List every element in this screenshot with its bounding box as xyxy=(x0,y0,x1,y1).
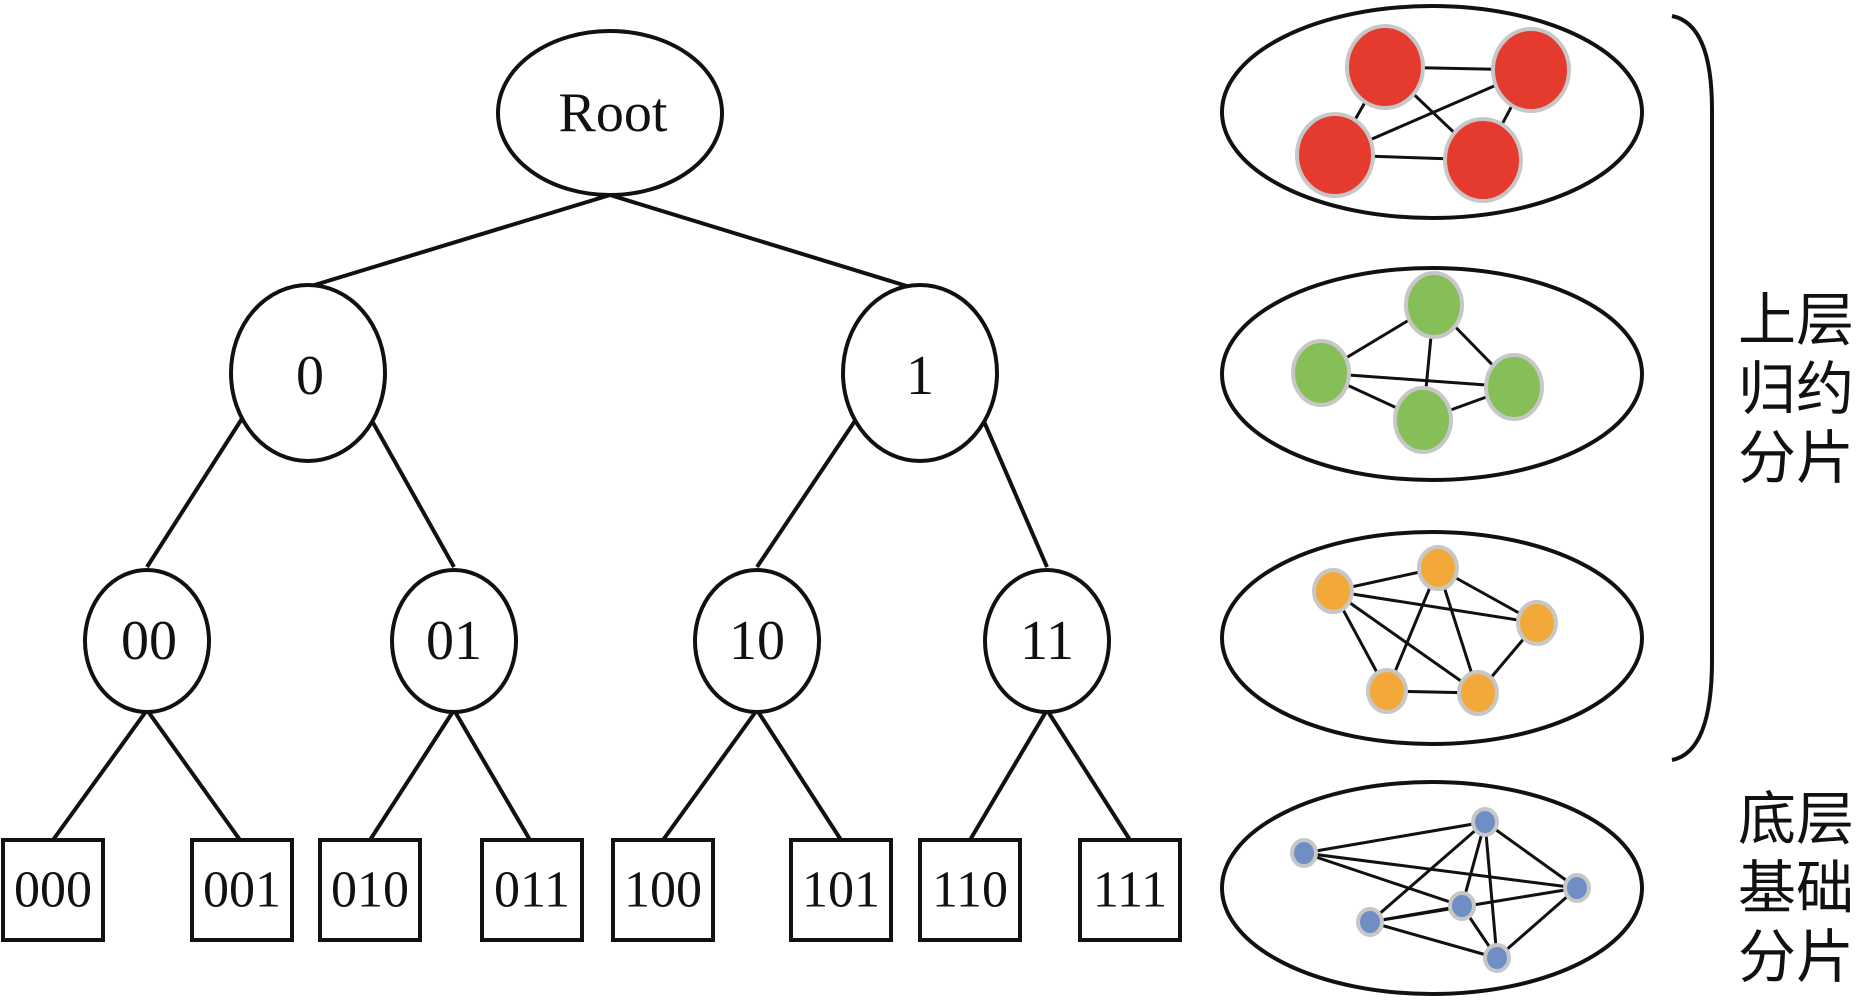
leaf-100 xyxy=(611,838,715,942)
leaf-001 xyxy=(190,838,294,942)
edge-root-0 xyxy=(307,193,611,289)
edge-00-000 xyxy=(51,708,149,842)
edge-1-11 xyxy=(974,402,1049,568)
edge-01-010 xyxy=(368,708,456,842)
network-node xyxy=(1356,907,1384,937)
edge-11-111 xyxy=(1045,708,1132,842)
edge-root-1 xyxy=(609,193,911,289)
leaf-001-label: 001 xyxy=(203,862,281,919)
upper-shard-label: 上层 归约 分片 xyxy=(1738,286,1854,492)
network-node xyxy=(1393,386,1453,454)
network-edge xyxy=(1369,820,1486,924)
network-node xyxy=(1483,943,1511,973)
network-edge xyxy=(1369,904,1463,924)
node-10 xyxy=(693,568,821,714)
leaf-110 xyxy=(918,838,1022,942)
network-node xyxy=(1471,807,1499,837)
shard-green xyxy=(1220,266,1644,482)
network-node xyxy=(1291,339,1351,407)
network-edge xyxy=(1496,886,1578,960)
leaf-010 xyxy=(318,838,422,942)
network-edge xyxy=(1369,920,1498,960)
node-01 xyxy=(390,568,518,714)
network-edge xyxy=(1303,851,1578,890)
edge-10-100 xyxy=(661,708,759,842)
network-node xyxy=(1290,838,1318,868)
network-edge xyxy=(1332,589,1538,625)
upper-label-line-1: 上层 xyxy=(1738,286,1854,354)
node-1 xyxy=(841,283,999,463)
node-0 xyxy=(229,283,387,463)
network-node xyxy=(1484,353,1544,421)
shard-orange xyxy=(1220,530,1644,746)
node-01-label: 01 xyxy=(426,610,482,672)
network-node xyxy=(1516,600,1558,646)
shard-blue-nodes xyxy=(1290,807,1591,973)
leaf-000-label: 000 xyxy=(14,862,92,919)
node-11-label: 11 xyxy=(1020,610,1074,672)
network-edge xyxy=(1484,820,1578,890)
edge-01-011 xyxy=(452,708,532,842)
base-label-line-1: 底层 xyxy=(1738,785,1854,853)
edge-0-00 xyxy=(145,401,254,569)
shard-blue xyxy=(1220,780,1644,996)
network-edge xyxy=(1332,589,1479,695)
network-node xyxy=(1491,27,1571,113)
network-node xyxy=(1448,891,1476,921)
base-label-line-2: 基础 xyxy=(1738,854,1854,922)
node-10-label: 10 xyxy=(729,610,785,672)
right-brace xyxy=(1671,14,1714,762)
node-00 xyxy=(83,568,211,714)
network-node xyxy=(1404,271,1464,339)
upper-label-line-2: 归约 xyxy=(1738,355,1854,423)
upper-label-line-3: 分片 xyxy=(1738,424,1854,492)
leaf-111 xyxy=(1078,838,1182,942)
node-0-label: 0 xyxy=(296,345,324,407)
network-node xyxy=(1345,24,1425,110)
leaf-101-label: 101 xyxy=(802,862,880,919)
edge-0-01 xyxy=(360,402,456,568)
network-node xyxy=(1366,668,1408,714)
tree-labels: Root 0 1 00 01 10 11 000 001 010 011 100… xyxy=(14,82,1167,919)
root-node xyxy=(496,29,724,197)
node-11 xyxy=(983,568,1111,714)
base-shard-label: 底层 基础 分片 xyxy=(1738,785,1854,991)
shard-green-container xyxy=(1220,266,1644,482)
node-1-label: 1 xyxy=(906,345,934,407)
leaf-101 xyxy=(789,838,893,942)
leaf-100-label: 100 xyxy=(624,862,702,919)
shard-blue-container xyxy=(1220,780,1644,996)
root-label: Root xyxy=(559,82,668,144)
network-edge xyxy=(1303,820,1486,855)
network-edge xyxy=(1320,371,1515,389)
edge-11-110 xyxy=(968,708,1049,842)
leaf-011 xyxy=(480,838,584,942)
shard-orange-nodes xyxy=(1312,545,1558,716)
tree-nodes xyxy=(1,29,1182,942)
leaf-111-label: 111 xyxy=(1093,862,1167,919)
shard-green-nodes xyxy=(1291,271,1544,454)
network-node xyxy=(1295,112,1375,198)
leaf-010-label: 010 xyxy=(331,862,409,919)
network-node xyxy=(1417,545,1459,591)
shard-red-nodes xyxy=(1295,24,1571,203)
edge-10-101 xyxy=(755,708,843,842)
network-edge xyxy=(1303,851,1463,908)
network-node xyxy=(1443,117,1523,203)
network-node xyxy=(1563,873,1591,903)
shard-red xyxy=(1220,4,1644,220)
network-edge xyxy=(1483,821,1499,959)
network-node xyxy=(1312,568,1354,614)
edge-00-001 xyxy=(145,708,242,842)
tree-edges xyxy=(51,193,1132,842)
edge-1-10 xyxy=(755,401,869,569)
node-00-label: 00 xyxy=(121,610,177,672)
network-node xyxy=(1457,670,1499,716)
base-label-line-3: 分片 xyxy=(1738,923,1854,991)
leaf-000 xyxy=(1,838,105,942)
leaf-011-label: 011 xyxy=(494,862,570,919)
leaf-110-label: 110 xyxy=(932,862,1008,919)
